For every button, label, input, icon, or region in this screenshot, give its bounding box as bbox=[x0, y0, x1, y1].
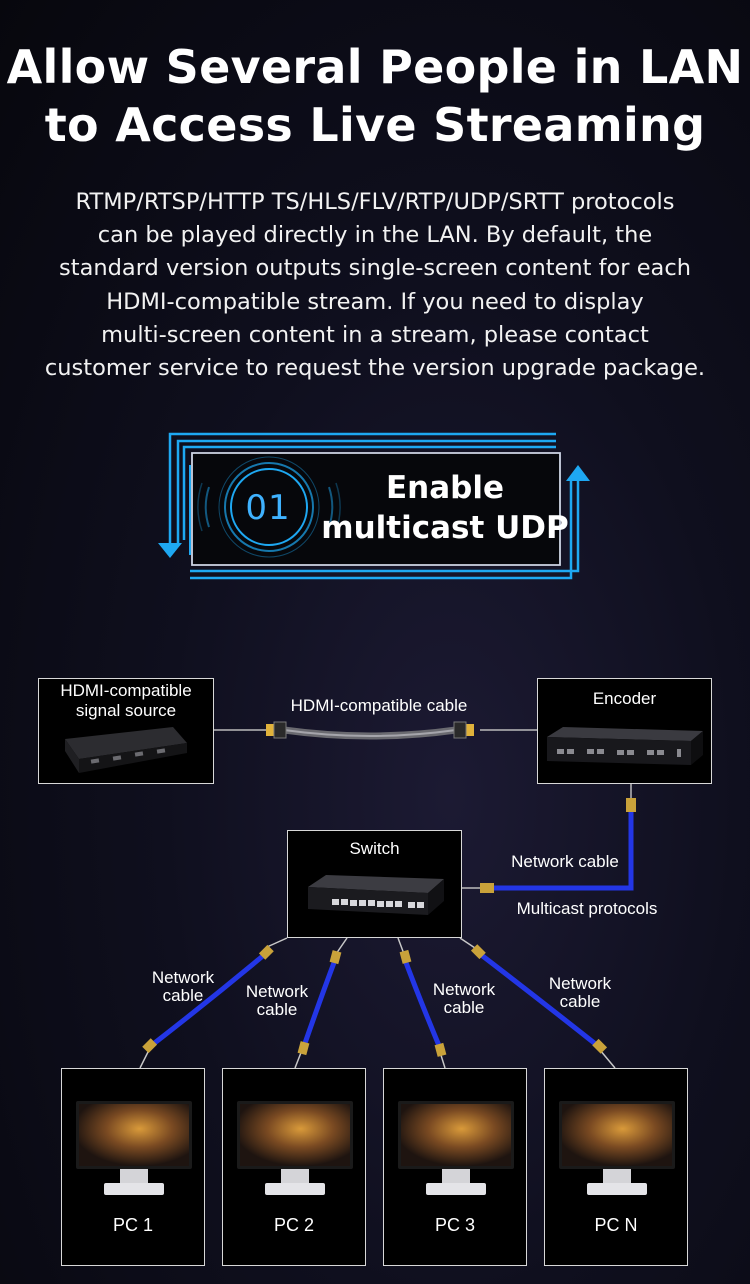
switch-label: Switch bbox=[349, 839, 400, 858]
branch-cable-label-1: Network cable bbox=[151, 968, 215, 1005]
title-line-2: to Access Live Streaming bbox=[44, 98, 706, 152]
pc-label-3: PC 3 bbox=[434, 1215, 476, 1235]
page-title: Allow Several People in LAN to Access Li… bbox=[0, 38, 750, 154]
pc-box-3: PC 3 bbox=[383, 1068, 527, 1266]
badge-text-line-1: Enable bbox=[385, 470, 504, 506]
pc-label-1: PC 1 bbox=[112, 1215, 154, 1235]
description: RTMP/RTSP/HTTP TS/HLS/FLV/RTP/UDP/SRTT p… bbox=[20, 186, 730, 385]
description-line-2: can be played directly in the LAN. By de… bbox=[97, 222, 653, 249]
network-cable-label: Network cable bbox=[511, 852, 619, 871]
branch-cable-label-4: Network cable bbox=[548, 974, 612, 1011]
monitor-icon bbox=[559, 1101, 675, 1195]
description-line-5: multi-screen content in a stream, please… bbox=[101, 321, 649, 348]
description-line-6: customer service to request the version … bbox=[44, 355, 706, 382]
description-line-1: RTMP/RTSP/HTTP TS/HLS/FLV/RTP/UDP/SRTT p… bbox=[75, 189, 675, 215]
description-line-4: HDMI-compatible stream. If you need to d… bbox=[106, 288, 644, 315]
badge-frame bbox=[158, 432, 590, 580]
pc-box-1: PC 1 bbox=[61, 1068, 205, 1266]
encoder-box: Encoder bbox=[537, 678, 712, 784]
monitor-icon bbox=[237, 1101, 353, 1195]
branch-cables bbox=[150, 952, 600, 1049]
arrow-up-icon bbox=[566, 465, 590, 481]
switch-box: Switch bbox=[287, 830, 462, 938]
pc-box-2: PC 2 bbox=[222, 1068, 366, 1266]
encoder-device-icon bbox=[547, 727, 703, 765]
encoder-label: Encoder bbox=[592, 689, 657, 708]
badge-text: Enable multicast UDP bbox=[312, 468, 578, 548]
badge-number: 01 bbox=[245, 488, 291, 528]
signal-source-label: HDMI-compatible signal source bbox=[39, 681, 213, 721]
pc-box-n: PC N bbox=[544, 1068, 688, 1266]
title-line-1: Allow Several People in LAN bbox=[6, 40, 744, 94]
signal-source-device-icon bbox=[65, 727, 187, 773]
description-line-3: standard version outputs single-screen c… bbox=[59, 255, 691, 282]
arrow-down-icon bbox=[158, 543, 182, 558]
hdmi-cable bbox=[266, 721, 474, 740]
badge-text-line-2: multicast UDP bbox=[321, 510, 569, 546]
monitor-icon bbox=[398, 1101, 514, 1195]
signal-source-box: HDMI-compatible signal source bbox=[38, 678, 214, 784]
signal-source-label-line-1: HDMI-compatible bbox=[60, 681, 192, 700]
multicast-protocols-label: Multicast protocols bbox=[516, 899, 658, 918]
branch-cable-label-2: Network cable bbox=[245, 982, 309, 1019]
signal-source-label-line-2: signal source bbox=[75, 701, 177, 720]
branch-cable-label-3: Network cable bbox=[432, 980, 496, 1017]
hdmi-cable-label: HDMI-compatible cable bbox=[290, 696, 468, 715]
switch-device-icon bbox=[308, 875, 444, 915]
monitor-icon bbox=[76, 1101, 192, 1195]
pc-label-2: PC 2 bbox=[273, 1215, 315, 1235]
badge-circle bbox=[197, 456, 341, 558]
pc-label-n: PC N bbox=[594, 1215, 638, 1235]
network-cable-main bbox=[462, 784, 636, 893]
